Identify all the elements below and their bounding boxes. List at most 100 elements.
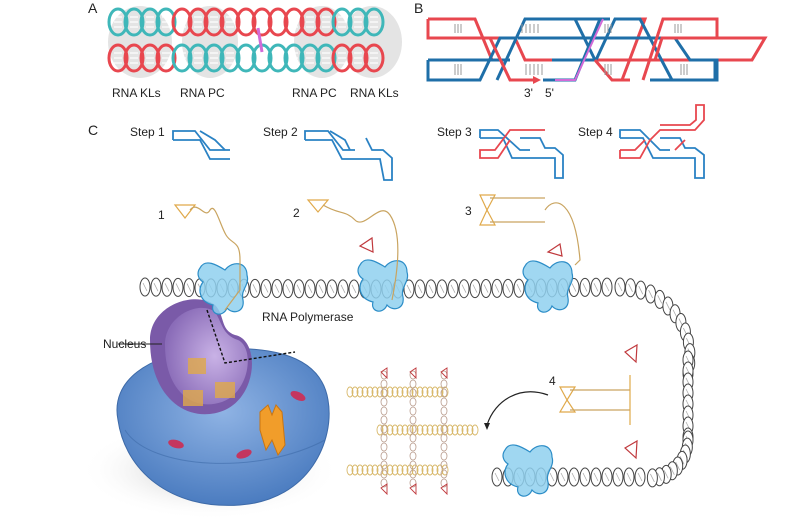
lattice-helix [426,424,434,436]
helix-turn [107,43,129,73]
mitochondrion [290,391,306,401]
lattice-helix [346,464,354,476]
step-4-diagram [619,104,705,179]
helix-turn [299,7,321,37]
helix-turn [123,43,145,73]
helix-turn [139,7,161,37]
lattice-helix [426,386,434,398]
panel-label-a: A [88,0,98,16]
lattice-linker [440,442,448,452]
crossover-pink [555,18,604,81]
rna-polymerases [197,259,574,497]
lattice-linker [409,406,417,416]
lattice-linker [440,397,448,407]
lattice-linker [409,442,417,452]
kissing-loop [380,367,388,380]
transcript-stage-3 [479,194,581,266]
lattice-helix [351,464,359,476]
lattice-helix [346,386,354,398]
cell-illustration [80,299,340,520]
lattice-helix [401,424,409,436]
rna-polymerase-icon [522,260,574,313]
stage-number-4: 4 [549,374,556,388]
rna-polymerase-label: RNA Polymerase [262,310,354,324]
lattice-helix [471,424,479,436]
helix-turn [363,7,385,37]
lattice-linker [409,424,417,434]
lattice-helix [376,386,384,398]
helix-turn [155,7,177,37]
rna-polymerase-icon [502,444,554,497]
lattice-helix [396,424,404,436]
rna-lattice-assembly [346,367,479,496]
lattice-helix [401,386,409,398]
helix-turn [107,7,129,37]
lattice-helix [391,386,399,398]
lattice-helix [461,424,469,436]
nucleus-label: Nucleus [103,337,147,351]
stage-number-3: 3 [465,204,472,218]
lattice-helix [361,386,369,398]
double-helix-structure [107,7,385,73]
red-strand-right [641,17,719,81]
lattice-helix [356,386,364,398]
lattice-linker [440,478,448,488]
label-rna-pc-right: RNA PC [292,86,337,100]
step-2-label: Step 2 [263,125,298,139]
transcript-stage-2 [306,199,399,301]
helix-turn [267,7,289,37]
golgi-apparatus [259,404,286,457]
lattice-helix [406,386,414,398]
lattice-linker [380,388,388,398]
helix-turn [267,43,289,73]
lattice-helix [421,386,429,398]
lattice-linker [380,424,388,434]
helix-turn [283,7,305,37]
label-rna-pc-left: RNA PC [180,86,225,100]
red-strand-seg [620,17,648,81]
lattice-helix [396,386,404,398]
lattice-linker [380,397,388,407]
kl-region-right [342,6,402,78]
lattice-helix [366,464,374,476]
stage-number-1: 1 [158,208,165,222]
lattice-helix [436,386,444,398]
panel-label-b: B [414,0,424,16]
kissing-loop [380,483,388,496]
lattice-helix [391,464,399,476]
lattice-helix [386,464,394,476]
kissing-loop [440,367,448,380]
lattice-linker [380,415,388,425]
helix-turn [235,43,257,73]
lattice-helix [361,464,369,476]
helix-turn [187,43,209,73]
lattice-helix [466,424,474,436]
lattice-helix [421,424,429,436]
lattice-linker [380,406,388,416]
helix-turn [315,7,337,37]
lattice-linker [440,451,448,461]
lattice-linker [409,451,417,461]
lattice-linker [409,433,417,443]
lattice-linker [409,379,417,389]
lattice-helix [371,386,379,398]
transcript-stage-4 [558,343,638,460]
helix-turn [171,43,193,73]
lattice-helix [436,424,444,436]
nucleus-inner [165,307,248,405]
lattice-helix [396,464,404,476]
lattice-linker [380,433,388,443]
lattice-helix [431,464,439,476]
lattice-helix [401,464,409,476]
lattice-helix [366,386,374,398]
lattice-linker [440,388,448,398]
lattice-helix [351,386,359,398]
helix-turn [139,43,161,73]
lattice-linker [440,415,448,425]
lattice-linker [380,469,388,479]
helix-turn [235,7,257,37]
rna-polymerase-icon [357,259,409,312]
lattice-helix [416,386,424,398]
